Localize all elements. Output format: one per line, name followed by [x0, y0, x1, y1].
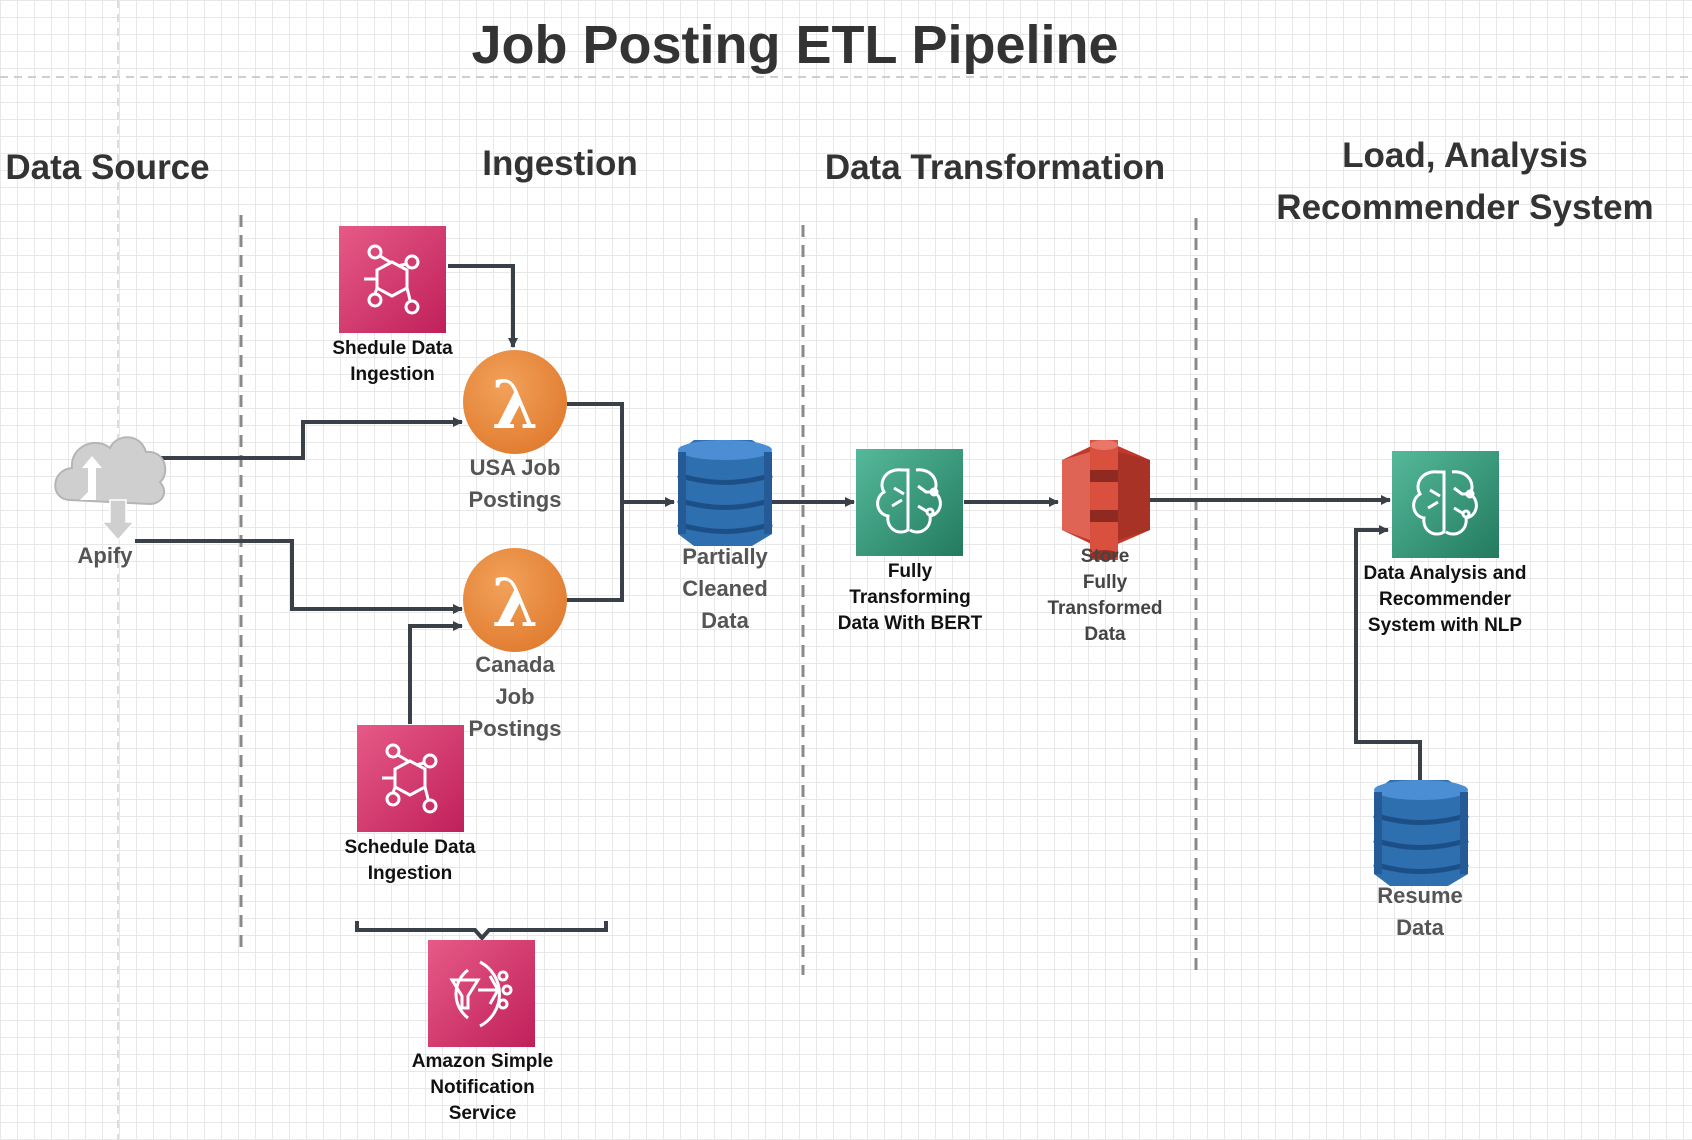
canada-lambda-label: Canada Job Postings	[445, 649, 585, 745]
svg-text:λ: λ	[492, 564, 538, 642]
svg-text:λ: λ	[492, 366, 538, 444]
arrow-resume-to-analysis	[1354, 525, 1422, 780]
apify-cloud-icon	[54, 436, 167, 542]
sns-label: Amazon Simple Notification Service	[395, 1049, 570, 1127]
sns-brace	[355, 921, 608, 942]
resume-line2: Data	[1396, 915, 1444, 940]
section-load-analysis: Load, Analysis Recommender System	[1250, 130, 1680, 234]
dynamodb-icon	[677, 440, 773, 546]
bert-line1: Fully	[887, 561, 933, 582]
connectors	[135, 264, 1422, 942]
section-data-source: Data Source	[5, 148, 210, 187]
s3-line3: Transformed	[1047, 598, 1163, 619]
section-ingestion: Ingestion	[482, 144, 638, 183]
schedule-bottom-line1: Schedule Data	[344, 837, 476, 858]
partially-cleaned-line1: Partially	[682, 544, 768, 569]
page-title: Job Posting ETL Pipeline	[471, 15, 1119, 75]
bert-line3: Data With BERT	[837, 613, 983, 634]
schedule-top-line2: Ingestion	[350, 364, 435, 385]
sns-line1: Amazon Simple	[411, 1051, 554, 1072]
schedule-top-label: Shedule Data Ingestion	[310, 336, 475, 388]
schedule-top-line1: Shedule Data	[332, 338, 453, 359]
usa-lambda-line1: USA Job	[469, 455, 561, 480]
arrow-apify-to-canada	[135, 539, 463, 614]
dynamodb-icon	[1373, 780, 1469, 886]
partially-cleaned-line3: Data	[701, 608, 749, 633]
s3-bucket-icon	[1062, 440, 1150, 560]
arrow-usa-to-partial	[567, 402, 675, 507]
analysis-line3: System with NLP	[1367, 615, 1523, 636]
arrow-apify-to-usa	[135, 417, 463, 460]
schedule-bottom-label: Schedule Data Ingestion	[330, 835, 490, 887]
canada-lambda-line3: Postings	[468, 716, 562, 741]
partially-cleaned-line2: Cleaned	[682, 576, 768, 601]
analysis-label: Data Analysis and Recommender System wit…	[1350, 561, 1540, 639]
arrow-schedule-to-canada	[408, 621, 463, 724]
arrow-schedule-to-usa	[448, 264, 518, 348]
lambda-icon: λ	[463, 350, 567, 454]
apify-label: Apify	[77, 543, 133, 568]
resume-line1: Resume	[1377, 883, 1463, 908]
canada-lambda-line1: Canada	[475, 652, 555, 677]
s3-line2: Fully	[1082, 572, 1128, 593]
s3-line4: Data	[1084, 624, 1126, 645]
section-data-transformation: Data Transformation	[824, 148, 1166, 187]
analysis-line2: Recommender	[1379, 589, 1511, 610]
sns-line2: Notification	[430, 1077, 535, 1098]
usa-lambda-line2: Postings	[468, 487, 562, 512]
sns-line3: Service	[448, 1103, 517, 1124]
s3-label: Store Fully Transformed Data	[1035, 544, 1175, 648]
analysis-line1: Data Analysis and	[1363, 563, 1527, 584]
bert-line2: Transforming	[849, 587, 971, 608]
bert-label: Fully Transforming Data With BERT	[830, 559, 990, 637]
usa-lambda-label: USA Job Postings	[445, 452, 585, 516]
arrow-canada-to-partial	[567, 502, 624, 602]
s3-line1: Store	[1080, 546, 1130, 567]
sagemaker-brain-icon	[1392, 451, 1499, 558]
canada-lambda-line2: Job	[495, 684, 535, 709]
eventbridge-icon	[339, 226, 446, 333]
sns-icon	[428, 940, 535, 1047]
resume-label: Resume Data	[1360, 880, 1480, 944]
lambda-icon: λ	[463, 548, 567, 652]
section-load-line1: Load, Analysis	[1342, 136, 1588, 175]
section-load-line2: Recommender System	[1276, 188, 1654, 227]
sagemaker-brain-icon	[856, 449, 963, 556]
schedule-bottom-line2: Ingestion	[367, 863, 453, 884]
eventbridge-icon	[357, 725, 464, 832]
partially-cleaned-label: Partially Cleaned Data	[660, 541, 790, 637]
